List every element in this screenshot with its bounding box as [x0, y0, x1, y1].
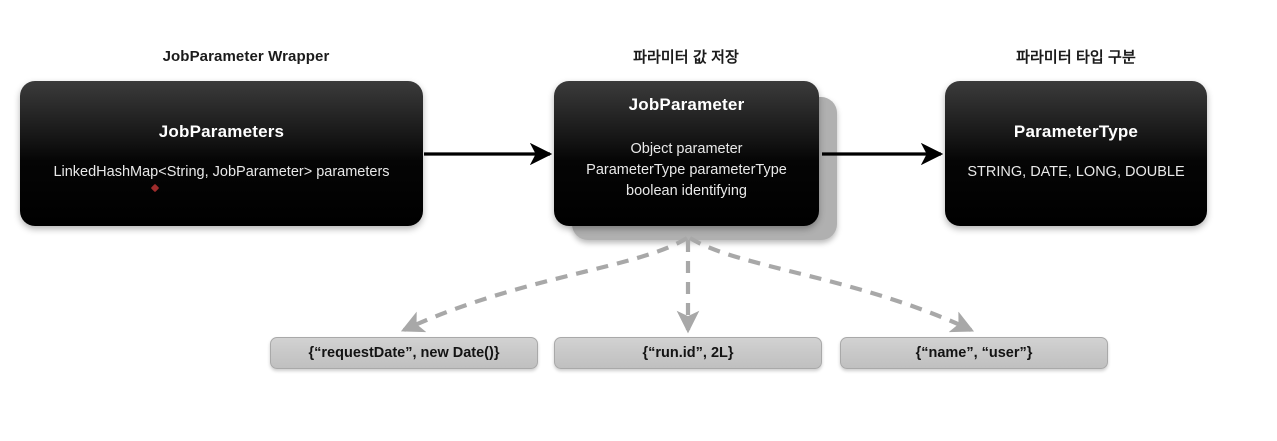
card-jobparameters-body: LinkedHashMap<String, JobParameter> para…	[20, 162, 423, 183]
dashed-jobparameter-to-pill-0	[400, 236, 689, 333]
card-jobparameter-title: JobParameter	[628, 95, 745, 114]
card-parametertype[interactable]: ParameterType STRING, DATE, LONG, DOUBLE	[945, 81, 1207, 226]
card-jobparameters-title: JobParameters	[158, 122, 285, 141]
card-parametertype-line-0: STRING, DATE, LONG, DOUBLE	[967, 164, 1185, 180]
card-parametertype-title: ParameterType	[1013, 122, 1139, 141]
card-parametertype-body: STRING, DATE, LONG, DOUBLE	[945, 162, 1207, 183]
pill-name-user[interactable]: {“name”, “user”}	[840, 337, 1108, 369]
card-jobparameter-body: Object parameter ParameterType parameter…	[554, 139, 819, 202]
pill-run-id[interactable]: {“run.id”, 2L}	[554, 337, 822, 369]
caption-parameter-value-storage: 파라미터 값 저장	[633, 49, 739, 66]
card-jobparameters-line-0: LinkedHashMap<String, JobParameter> para…	[53, 164, 390, 180]
pill-request-date[interactable]: {“requestDate”, new Date()}	[270, 337, 538, 369]
card-jobparameter[interactable]: JobParameter Object parameter ParameterT…	[554, 81, 819, 226]
card-jobparameters[interactable]: JobParameters LinkedHashMap<String, JobP…	[20, 81, 423, 226]
card-jobparameter-line-2: boolean identifying	[626, 183, 747, 199]
card-jobparameter-line-0: Object parameter	[630, 141, 743, 157]
caption-parameter-type-classification: 파라미터 타입 구분	[1016, 49, 1136, 66]
dashed-jobparameter-to-pill-2	[688, 236, 975, 333]
card-jobparameter-line-1: ParameterType parameterType	[586, 162, 787, 178]
caption-jobparameter-wrapper: JobParameter Wrapper	[162, 48, 330, 65]
